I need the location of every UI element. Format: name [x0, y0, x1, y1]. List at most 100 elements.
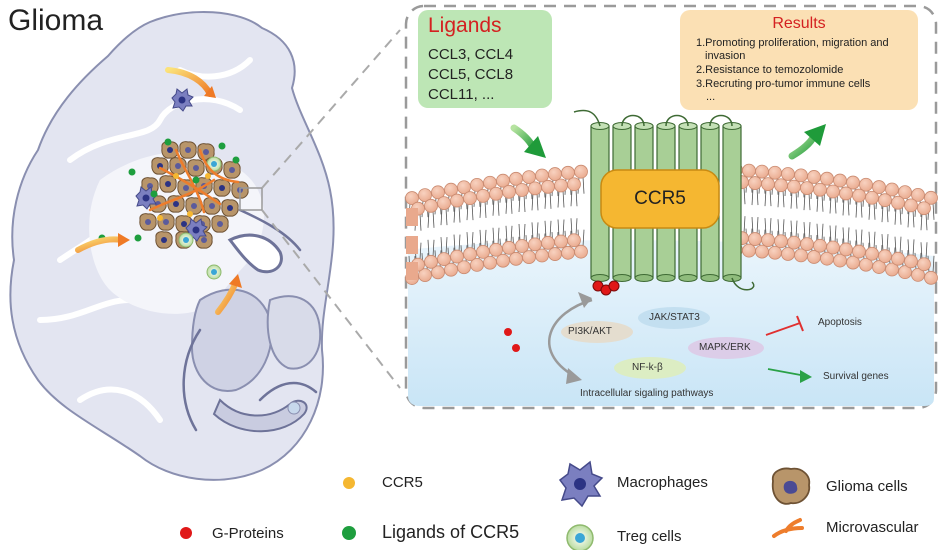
lipid-tail: [479, 229, 482, 247]
pill-pi3k: [561, 321, 633, 343]
lipid-head: [904, 198, 918, 213]
lipid-tail: [466, 232, 469, 250]
signal-arrow: [548, 298, 593, 378]
apoptosis-inhibit-bar: [796, 315, 804, 332]
lipid-head: [865, 246, 879, 261]
apoptosis-inhibit-line: [765, 322, 801, 336]
lipid-tail: [829, 225, 832, 243]
lipid-head: [781, 247, 795, 261]
lipid-head: [444, 182, 458, 197]
lipid-tail: [497, 198, 500, 216]
lipid-tail: [894, 207, 897, 225]
lipid-tail: [821, 223, 824, 241]
lipid-tail: [782, 190, 785, 208]
microvessel: [174, 148, 206, 214]
lipid-tail: [445, 237, 448, 255]
lipid-tail: [899, 236, 902, 254]
lipid-tail: [505, 196, 508, 214]
lipid-head: [554, 234, 568, 249]
arrowhead: [800, 370, 812, 383]
lipid-tail: [432, 210, 435, 228]
survival-label: Survival genes: [823, 371, 889, 382]
lipid-head: [742, 163, 756, 178]
lipid-head: [872, 180, 886, 194]
lipid-tail: [808, 193, 811, 211]
lipid-head: [885, 262, 899, 277]
legend-microvascular-label: Microvascular: [826, 519, 919, 536]
lipid-head: [911, 267, 925, 282]
lipid-tail: [492, 227, 495, 245]
lipid-head: [924, 190, 938, 205]
lipid-tail: [544, 220, 547, 238]
lipid-tail: [505, 225, 508, 243]
helix-bottom: [656, 274, 676, 282]
lipid-head: [561, 165, 575, 180]
lipid-head: [774, 178, 788, 193]
lipid-tail: [453, 205, 456, 223]
lipid-tail: [557, 190, 560, 208]
lipid-head: [891, 251, 905, 266]
brain-nodule: [287, 401, 301, 415]
lipid-head: [839, 186, 853, 201]
lipid-head: [515, 183, 529, 197]
lipid-head: [761, 177, 775, 191]
ligand-line: CCL3, CCL4: [428, 46, 514, 63]
lipid-tail: [907, 210, 910, 228]
helix-bottom: [700, 274, 720, 282]
lipid-head: [898, 185, 912, 200]
lipid-head: [794, 168, 808, 183]
treg-nucleus: [211, 161, 217, 167]
legend-macrophages-label: Macrophages: [617, 474, 708, 491]
lipid-head: [800, 237, 814, 252]
ccr5-receptor-core: [600, 169, 720, 229]
lipid-tail: [816, 223, 819, 241]
cell-nucleus: [181, 221, 187, 227]
lipid-tail: [932, 255, 935, 273]
lipid-tail: [549, 220, 552, 238]
macrophage-nucleus: [142, 194, 150, 202]
lipid-tail: [920, 213, 923, 231]
ligand-line: CCL11, ...: [428, 86, 495, 103]
lipid-head: [502, 240, 516, 255]
lipid-head: [554, 178, 568, 193]
ligand-dot: [164, 138, 172, 146]
zoom-line-top: [261, 29, 401, 189]
lipid-tail: [570, 189, 573, 207]
microvessel: [198, 148, 240, 184]
lipid-tail: [549, 191, 552, 209]
result-line: ...: [706, 91, 716, 103]
lipid-head: [574, 164, 588, 179]
lipid-tail: [471, 203, 474, 221]
lipid-tail: [860, 229, 863, 247]
lipid-tail: [907, 239, 910, 257]
lipid-head: [748, 232, 762, 246]
lipid-head: [755, 164, 769, 179]
lipid-tail: [847, 198, 850, 216]
result-line: 2.Resistance to temozolomide: [696, 64, 844, 76]
lipid-head: [761, 233, 775, 247]
lipid-tail: [790, 191, 793, 209]
lipid-tail: [479, 200, 482, 218]
lipid-tail: [557, 219, 560, 237]
lipid-head: [418, 268, 432, 283]
lipid-tail: [769, 189, 772, 207]
lipid-head: [748, 176, 762, 190]
lipid-tail: [440, 237, 443, 255]
lipid-tail: [544, 191, 547, 209]
cell-nucleus: [229, 167, 235, 173]
legend-glioma-label: Glioma cells: [826, 478, 908, 495]
lipid-tail: [743, 216, 746, 234]
lipid-head: [515, 239, 529, 253]
lipid-head: [852, 188, 866, 203]
lipid-head: [405, 191, 419, 205]
lipid-tail: [932, 202, 935, 220]
lipid-head: [489, 242, 503, 257]
lipid-head: [444, 262, 458, 277]
ligand-dot: [134, 234, 142, 242]
lipid-head: [755, 244, 769, 259]
cell-nucleus: [185, 147, 191, 153]
lipid-tail: [471, 232, 474, 250]
cell-nucleus: [161, 237, 167, 243]
lipid-tail: [764, 189, 767, 207]
g-protein: [504, 328, 512, 336]
